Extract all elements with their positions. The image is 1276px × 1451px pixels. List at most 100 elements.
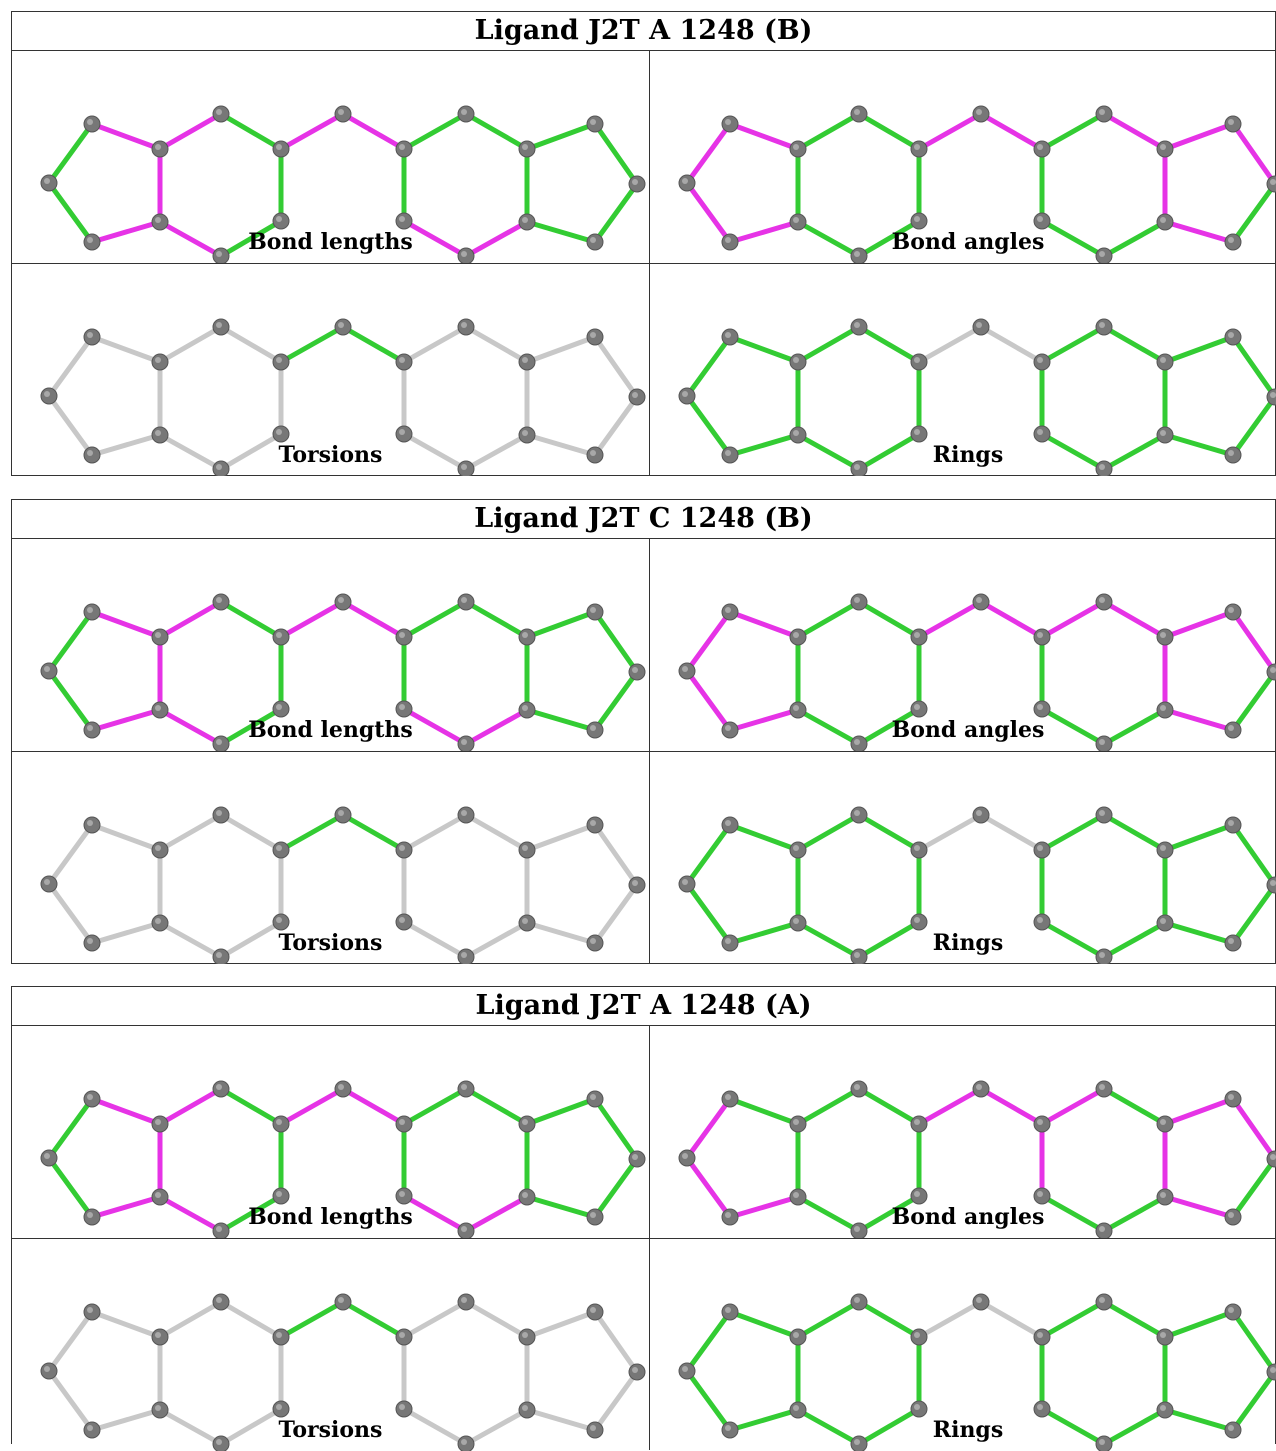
atom-highlight <box>976 1084 982 1090</box>
atom-highlight <box>87 119 93 125</box>
bond <box>978 599 1045 640</box>
bond <box>46 334 95 399</box>
bond <box>1162 334 1236 365</box>
atom-highlight <box>1228 450 1234 456</box>
atom-highlight <box>216 810 222 816</box>
atom-highlight <box>725 1425 731 1431</box>
atom-highlight <box>914 357 920 363</box>
atom-highlight <box>522 705 528 711</box>
atom-highlight <box>1099 464 1105 470</box>
bond <box>401 1299 469 1340</box>
atom-highlight <box>854 109 860 115</box>
bond <box>401 812 469 853</box>
bond <box>856 599 922 640</box>
atom-highlight <box>522 1192 528 1198</box>
atom-highlight <box>914 1332 920 1338</box>
atom-highlight <box>155 1119 161 1125</box>
atom-highlight <box>725 450 731 456</box>
bond <box>684 1309 733 1374</box>
bond <box>218 919 284 960</box>
atom-highlight <box>87 1307 93 1313</box>
atom-highlight <box>461 1226 467 1232</box>
torsions-panel: Torsions <box>12 263 649 476</box>
bond <box>1039 111 1107 152</box>
atom-highlight <box>216 464 222 470</box>
atom-highlight <box>1037 845 1043 851</box>
bond <box>218 324 284 365</box>
atom-highlight <box>725 820 731 826</box>
atom-highlight <box>522 632 528 638</box>
atom-highlight <box>976 597 982 603</box>
atom-highlight <box>1160 705 1166 711</box>
atom-highlight <box>632 1154 638 1160</box>
bond <box>463 812 530 853</box>
atom-highlight <box>632 667 638 673</box>
atom-highlight <box>914 704 920 710</box>
bond <box>795 111 862 152</box>
atom-highlight <box>793 1119 799 1125</box>
atom-highlight <box>461 251 467 257</box>
bond <box>1162 609 1236 640</box>
bond <box>1230 669 1276 733</box>
bond <box>1039 706 1107 747</box>
atom-highlight <box>1228 938 1234 944</box>
bond <box>1101 812 1168 853</box>
atom-highlight <box>682 666 688 672</box>
bond <box>978 324 1045 365</box>
bond <box>1039 324 1107 365</box>
bond <box>1230 1369 1276 1433</box>
bond <box>218 1299 284 1340</box>
bond <box>524 609 598 640</box>
atom-highlight <box>461 464 467 470</box>
bond <box>727 334 801 365</box>
atom-highlight <box>1160 1405 1166 1411</box>
atom-highlight <box>590 725 596 731</box>
atom-highlight <box>1160 144 1166 150</box>
atom-highlight <box>522 144 528 150</box>
bond <box>157 111 224 152</box>
atom-highlight <box>461 597 467 603</box>
atom-highlight <box>793 705 799 711</box>
bond-lengths-panel: Bond lengths <box>12 1026 649 1238</box>
atom-highlight <box>1037 917 1043 923</box>
atom-highlight <box>590 450 596 456</box>
bond <box>684 334 733 399</box>
atom-highlight <box>461 109 467 115</box>
atom-highlight <box>399 632 405 638</box>
bond <box>218 1193 284 1234</box>
bond <box>46 881 95 946</box>
atom-highlight <box>399 1404 405 1410</box>
atom-highlight <box>793 845 799 851</box>
atom-highlight <box>793 430 799 436</box>
bond <box>524 707 598 733</box>
atom-highlight <box>338 597 344 603</box>
bond <box>1039 812 1107 853</box>
bond <box>1162 219 1236 245</box>
bond <box>463 1407 530 1447</box>
atom-highlight <box>461 1084 467 1090</box>
bond <box>592 394 640 458</box>
bond <box>1162 1309 1236 1340</box>
atom-highlight <box>399 1191 405 1197</box>
bond <box>592 1309 640 1375</box>
bond <box>1039 919 1107 960</box>
atom-highlight <box>399 917 405 923</box>
bond <box>592 1369 640 1433</box>
bond <box>592 882 640 946</box>
bond <box>684 1368 733 1433</box>
atom-highlight <box>522 918 528 924</box>
bond <box>727 920 801 946</box>
atom-highlight <box>590 938 596 944</box>
atom-highlight <box>461 952 467 958</box>
bond <box>401 111 469 152</box>
bond <box>795 812 862 853</box>
atom-highlight <box>276 357 282 363</box>
atom-highlight <box>1037 1332 1043 1338</box>
bond <box>340 599 407 640</box>
rings-panel: Rings <box>649 751 1276 964</box>
bond <box>524 121 598 152</box>
bond <box>1101 111 1168 152</box>
bond <box>340 1086 407 1127</box>
bond <box>727 432 801 458</box>
bond <box>684 668 733 733</box>
